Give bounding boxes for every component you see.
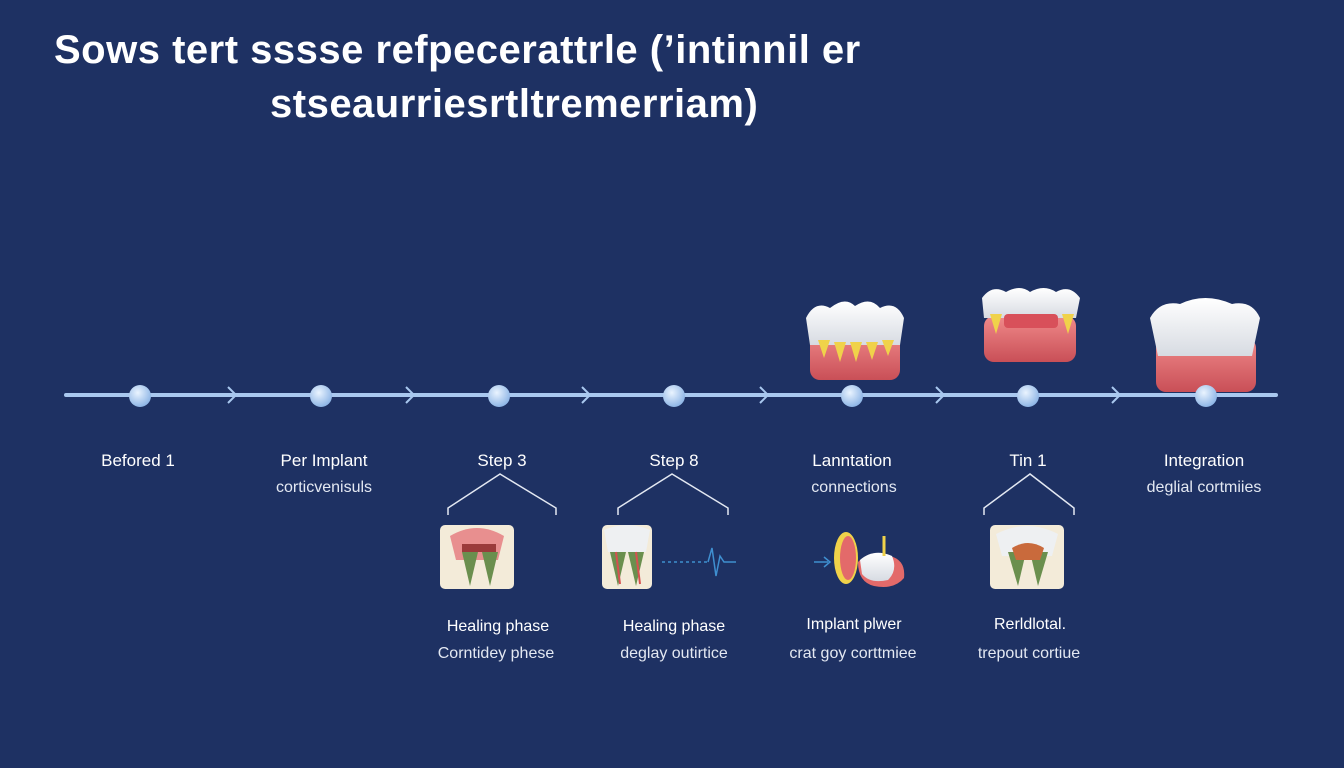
stage-label: Befored 1	[101, 451, 175, 470]
stage-label: Per Implant	[280, 451, 368, 470]
gum-teeth-icon	[982, 288, 1080, 362]
title-block: Sows tert sssse refpecerattrle (’intinni…	[0, 0, 1344, 140]
detail-subcaption: crat goy corttmiee	[789, 645, 917, 662]
chevron-right-icon	[1111, 386, 1122, 404]
stage-label: Lanntation	[812, 451, 892, 470]
timeline-node	[841, 385, 863, 407]
stage-label: Tin 1	[1009, 451, 1047, 470]
timeline-nodes	[129, 385, 1217, 407]
branch-bracket	[617, 473, 729, 515]
tooth-cross-section-icon	[602, 525, 652, 589]
denture-teeth-icon	[806, 301, 904, 380]
stage-sublabel: deglial cortmiies	[1146, 479, 1262, 496]
tooth-cross-section-icon	[990, 525, 1064, 589]
implant-crown-icon	[814, 532, 905, 587]
detail-caption: Rerldlotal.	[993, 616, 1067, 633]
chevron-right-icon	[935, 386, 946, 404]
chevron-right-icon	[227, 386, 238, 404]
chevron-right-icon	[759, 386, 770, 404]
stage-label: Step 8	[649, 451, 699, 470]
detail-caption: Healing phase	[446, 618, 550, 635]
timeline-arrows	[227, 386, 1122, 404]
stage-sublabel: connections	[811, 479, 897, 496]
timeline-node	[1017, 385, 1039, 407]
stage-sublabel: corticvenisuls	[275, 479, 373, 496]
branch-bracket	[447, 473, 557, 515]
crown-tooth-icon	[1150, 298, 1260, 392]
timeline-node	[129, 385, 151, 407]
chevron-right-icon	[581, 386, 592, 404]
page-title-line-1: Sows tert sssse refpecerattrle (’intinni…	[54, 28, 861, 72]
detail-subcaption: trepout cortiue	[977, 645, 1081, 662]
branch-brackets	[447, 473, 1075, 515]
stage-label: Integration	[1163, 451, 1245, 470]
detail-subcaption: Corntidey phese	[437, 645, 555, 662]
detail-caption: Implant plwer	[806, 616, 902, 633]
stage-label: Step 3	[477, 451, 527, 470]
page-title-line-2: stseaurriesrtltremerriam)	[270, 82, 759, 126]
detail-subcaption: deglay outirtice	[620, 645, 728, 662]
tooth-cross-section-icon	[440, 525, 514, 589]
detail-caption: Healing phase	[622, 618, 726, 635]
chevron-right-icon	[405, 386, 416, 404]
signal-arrow-icon	[662, 547, 736, 577]
timeline-node	[663, 385, 685, 407]
branch-bracket	[983, 473, 1075, 515]
timeline-node	[310, 385, 332, 407]
timeline-node	[488, 385, 510, 407]
timeline-node	[1195, 385, 1217, 407]
